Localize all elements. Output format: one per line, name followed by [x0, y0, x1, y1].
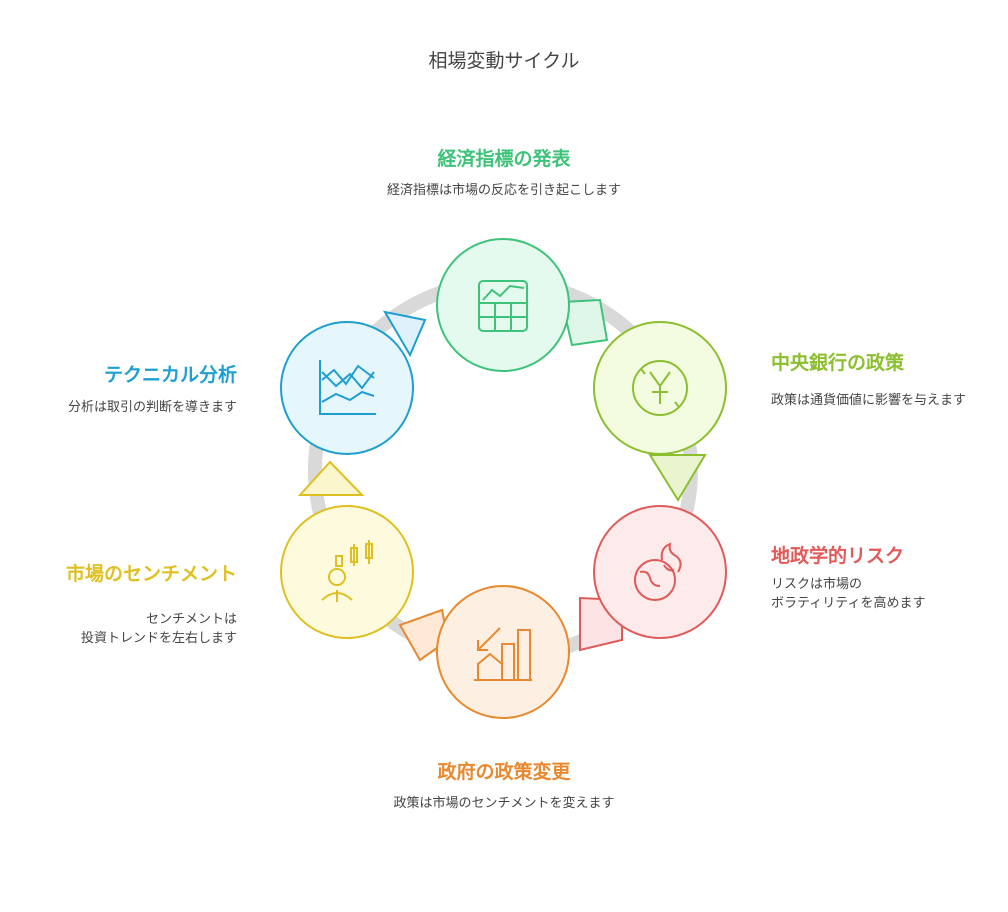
trader-candles-icon [321, 540, 373, 602]
label-geopolitical: 地政学的リスク [771, 545, 905, 567]
arrow-centralbank-to-geopolitical [648, 454, 707, 502]
desc-geopolitical-line1: リスクは市場の [771, 577, 863, 592]
yen-icon [632, 360, 688, 416]
chart-grid-icon [478, 280, 528, 332]
arrow-sentiment-to-technical [297, 460, 365, 496]
node-technical [280, 321, 414, 455]
label-economic: 経済指標の発表 [437, 148, 571, 170]
label-technical: テクニカル分析 [103, 364, 237, 386]
desc-geopolitical-line2: ボラティリティを高めます [771, 596, 926, 611]
arrow-technical-to-economic [383, 310, 427, 358]
node-government [436, 585, 570, 719]
arrow-economic-to-centralbank [560, 298, 609, 347]
globe-fire-icon [634, 542, 682, 601]
label-government: 政府の政策変更 [437, 761, 571, 783]
desc-sentiment-line2: 投資トレンドを左右します [80, 631, 237, 646]
node-economic [436, 238, 570, 372]
node-sentiment [280, 505, 414, 639]
line-chart-icon [319, 360, 376, 415]
label-sentiment: 市場のセンチメント [65, 563, 237, 585]
desc-economic: 経済指標は市場の反応を引き起こします [386, 183, 621, 198]
desc-government: 政策は市場のセンチメントを変えます [393, 796, 615, 811]
label-centralbank: 中央銀行の政策 [771, 352, 905, 374]
node-geopolitical [593, 505, 727, 639]
desc-technical: 分析は取引の判断を導きます [67, 400, 237, 415]
house-chart-icon [474, 627, 532, 681]
desc-sentiment: センチメントは 投資トレンドを左右します [0, 610, 237, 648]
desc-centralbank: 政策は通貨価値に影響を与えます [771, 393, 967, 408]
diagram-title: 相場変動サイクル [428, 50, 580, 72]
desc-sentiment-line1: センチメントは [145, 612, 237, 627]
node-centralbank [593, 321, 727, 455]
desc-geopolitical: リスクは市場の ボラティリティを高めます [771, 575, 925, 613]
